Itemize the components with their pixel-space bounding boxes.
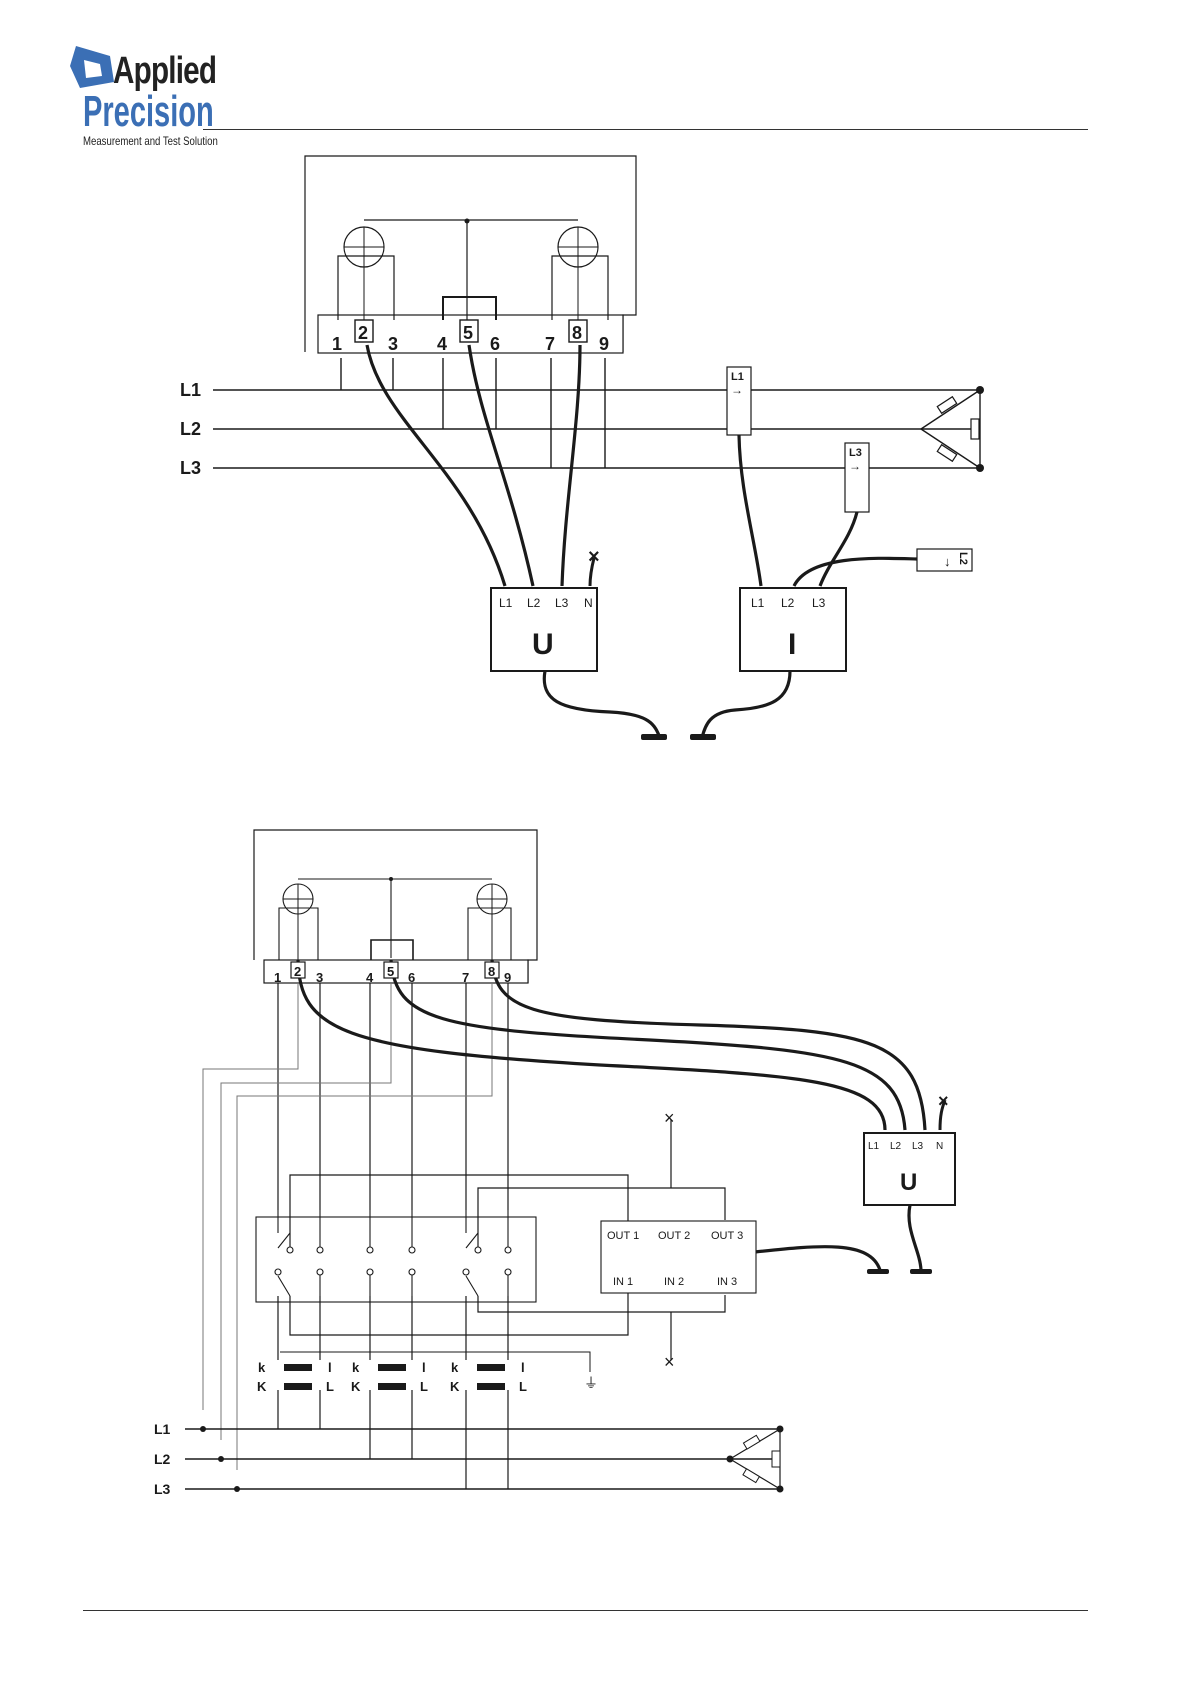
line-label-l3: L3: [154, 1481, 171, 1497]
arrow-down-icon: ↓: [944, 554, 951, 569]
line-label-l1: L1: [154, 1421, 171, 1437]
relay-in-3: IN 3: [717, 1276, 737, 1288]
u-box-terminal-l1: L1: [868, 1141, 880, 1152]
ct1-label-k: k: [258, 1360, 266, 1375]
arrow-icon: →: [731, 383, 743, 397]
ct2-label-L: L: [420, 1379, 428, 1394]
line-label-l3: L3: [180, 458, 201, 478]
u-box-terminal-n: N: [584, 596, 593, 610]
relay-out-2: OUT 2: [658, 1230, 690, 1242]
wiring-diagram-1-labels: L1 L2 L3 L1 L3 L2 → → ↓ L1 L2 L3 N U L1 …: [0, 0, 1191, 760]
ct2-label-K: K: [351, 1379, 361, 1394]
i-box-terminal-l2: L2: [781, 596, 795, 610]
relay-in-1: IN 1: [613, 1276, 633, 1288]
u-box-terminal-l2: L2: [527, 596, 541, 610]
ct1-label-K: K: [257, 1379, 267, 1394]
ct3-label-K: K: [450, 1379, 460, 1394]
line-label-l2: L2: [180, 419, 201, 439]
ct1-label-L: L: [326, 1379, 334, 1394]
u-box-terminal-n: N: [936, 1141, 943, 1152]
ct-tag-l2: L2: [957, 552, 969, 565]
ct-tag-l1: L1: [731, 371, 744, 383]
ct2-label-k: k: [352, 1360, 360, 1375]
ct1-label-l: l: [328, 1360, 332, 1375]
u-box-terminal-l3: L3: [912, 1141, 924, 1152]
relay-out-3: OUT 3: [711, 1230, 743, 1242]
relay-in-2: IN 2: [664, 1276, 684, 1288]
u-box-terminal-l3: L3: [555, 596, 569, 610]
i-box-label: I: [788, 628, 796, 661]
ct3-label-L: L: [519, 1379, 527, 1394]
line-label-l2: L2: [154, 1451, 171, 1467]
u-box-terminal-l2: L2: [890, 1141, 902, 1152]
i-box-terminal-l1: L1: [751, 596, 765, 610]
ct3-label-l: l: [521, 1360, 525, 1375]
u-box-terminal-l1: L1: [499, 596, 513, 610]
u-box-label: U: [532, 628, 554, 661]
arrow-icon: →: [849, 459, 861, 473]
footer-rule: [83, 1610, 1088, 1611]
i-box-terminal-l3: L3: [812, 596, 826, 610]
ct3-label-k: k: [451, 1360, 459, 1375]
ct2-label-l: l: [422, 1360, 426, 1375]
u-box-label: U: [900, 1169, 917, 1196]
relay-out-1: OUT 1: [607, 1230, 639, 1242]
ct-tag-l3: L3: [849, 447, 862, 459]
wiring-diagram-2-labels: L1 L2 L3 L1 L2 L3 N U OUT 1 OUT 2 OUT 3 …: [0, 720, 1191, 1680]
line-label-l1: L1: [180, 380, 201, 400]
